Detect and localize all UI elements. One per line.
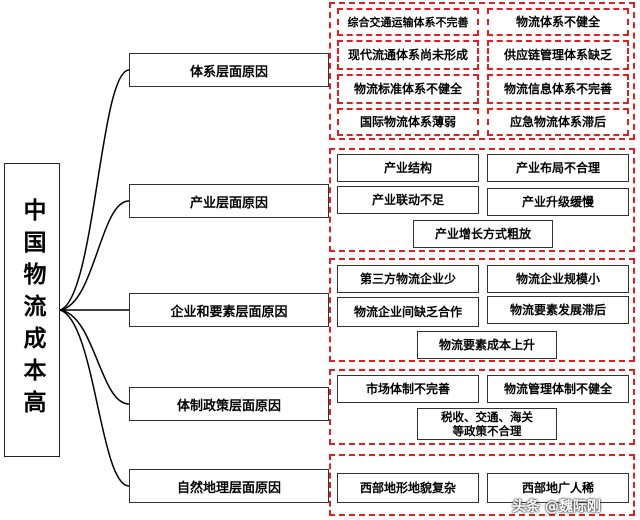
connector-geography bbox=[59, 309, 130, 487]
category-system: 体系层面原因 bbox=[129, 53, 329, 87]
group-enterprise: 第三方物流企业少 物流企业规模小 物流企业间缺乏合作 物流要素发展滞后 物流要素… bbox=[329, 258, 635, 362]
cause-factor-development: 物流要素发展滞后 bbox=[487, 296, 629, 324]
root-label: 中国物流成本高 bbox=[19, 198, 46, 422]
category-geography: 自然地理层面原因 bbox=[129, 469, 329, 503]
cause-management-system: 物流管理体制不健全 bbox=[487, 375, 629, 403]
cause-information: 物流信息体系不完善 bbox=[487, 74, 629, 104]
cause-transport-system: 综合交通运输体系不完善 bbox=[337, 8, 479, 36]
cause-growth-mode: 产业增长方式粗放 bbox=[413, 220, 553, 248]
group-geography: 西部地形地貌复杂 西部地广人稀 bbox=[329, 454, 635, 516]
cause-third-party: 第三方物流企业少 bbox=[337, 265, 479, 293]
connector-policy bbox=[59, 309, 130, 405]
connector-system bbox=[59, 69, 130, 311]
category-industry: 产业层面原因 bbox=[129, 184, 329, 218]
cause-logistics-system: 物流体系不健全 bbox=[487, 8, 629, 36]
watermark: 头条 @魏际刚 bbox=[512, 499, 601, 515]
cause-emergency: 应急物流体系滞后 bbox=[487, 108, 629, 136]
group-industry: 产业结构 产业布局不合理 产业联动不足 产业升级缓慢 产业增长方式粗放 bbox=[329, 148, 635, 252]
group-system: 综合交通运输体系不完善 物流体系不健全 现代流通体系尚未形成 供应链管理体系缺乏… bbox=[329, 2, 635, 140]
cause-factor-cost: 物流要素成本上升 bbox=[417, 331, 557, 359]
connector-industry bbox=[59, 200, 130, 311]
category-policy: 体制政策层面原因 bbox=[129, 387, 329, 421]
cause-market-system: 市场体制不完善 bbox=[337, 375, 479, 403]
root-node: 中国物流成本高 bbox=[4, 163, 60, 457]
cause-industry-linkage: 产业联动不足 bbox=[337, 186, 479, 214]
cause-standards: 物流标准体系不健全 bbox=[337, 74, 479, 104]
cause-circulation-system: 现代流通体系尚未形成 bbox=[337, 40, 479, 70]
cause-supply-chain: 供应链管理体系缺乏 bbox=[487, 40, 629, 70]
cause-international: 国际物流体系薄弱 bbox=[337, 108, 479, 136]
cause-industry-structure: 产业结构 bbox=[337, 154, 479, 182]
cause-enterprise-cooperation: 物流企业间缺乏合作 bbox=[337, 297, 479, 327]
cause-industry-upgrade: 产业升级缓慢 bbox=[487, 188, 629, 216]
cause-west-sparse: 西部地广人稀 bbox=[487, 473, 629, 503]
cause-tax-transport-customs: 税收、交通、海关 等政策不合理 bbox=[417, 408, 557, 440]
cause-west-terrain: 西部地形地貌复杂 bbox=[337, 473, 479, 503]
cause-industry-layout: 产业布局不合理 bbox=[487, 154, 629, 182]
cause-enterprise-scale: 物流企业规模小 bbox=[487, 265, 629, 293]
category-enterprise: 企业和要素层面原因 bbox=[129, 293, 329, 327]
group-policy: 市场体制不完善 物流管理体制不健全 税收、交通、海关 等政策不合理 bbox=[329, 369, 635, 445]
